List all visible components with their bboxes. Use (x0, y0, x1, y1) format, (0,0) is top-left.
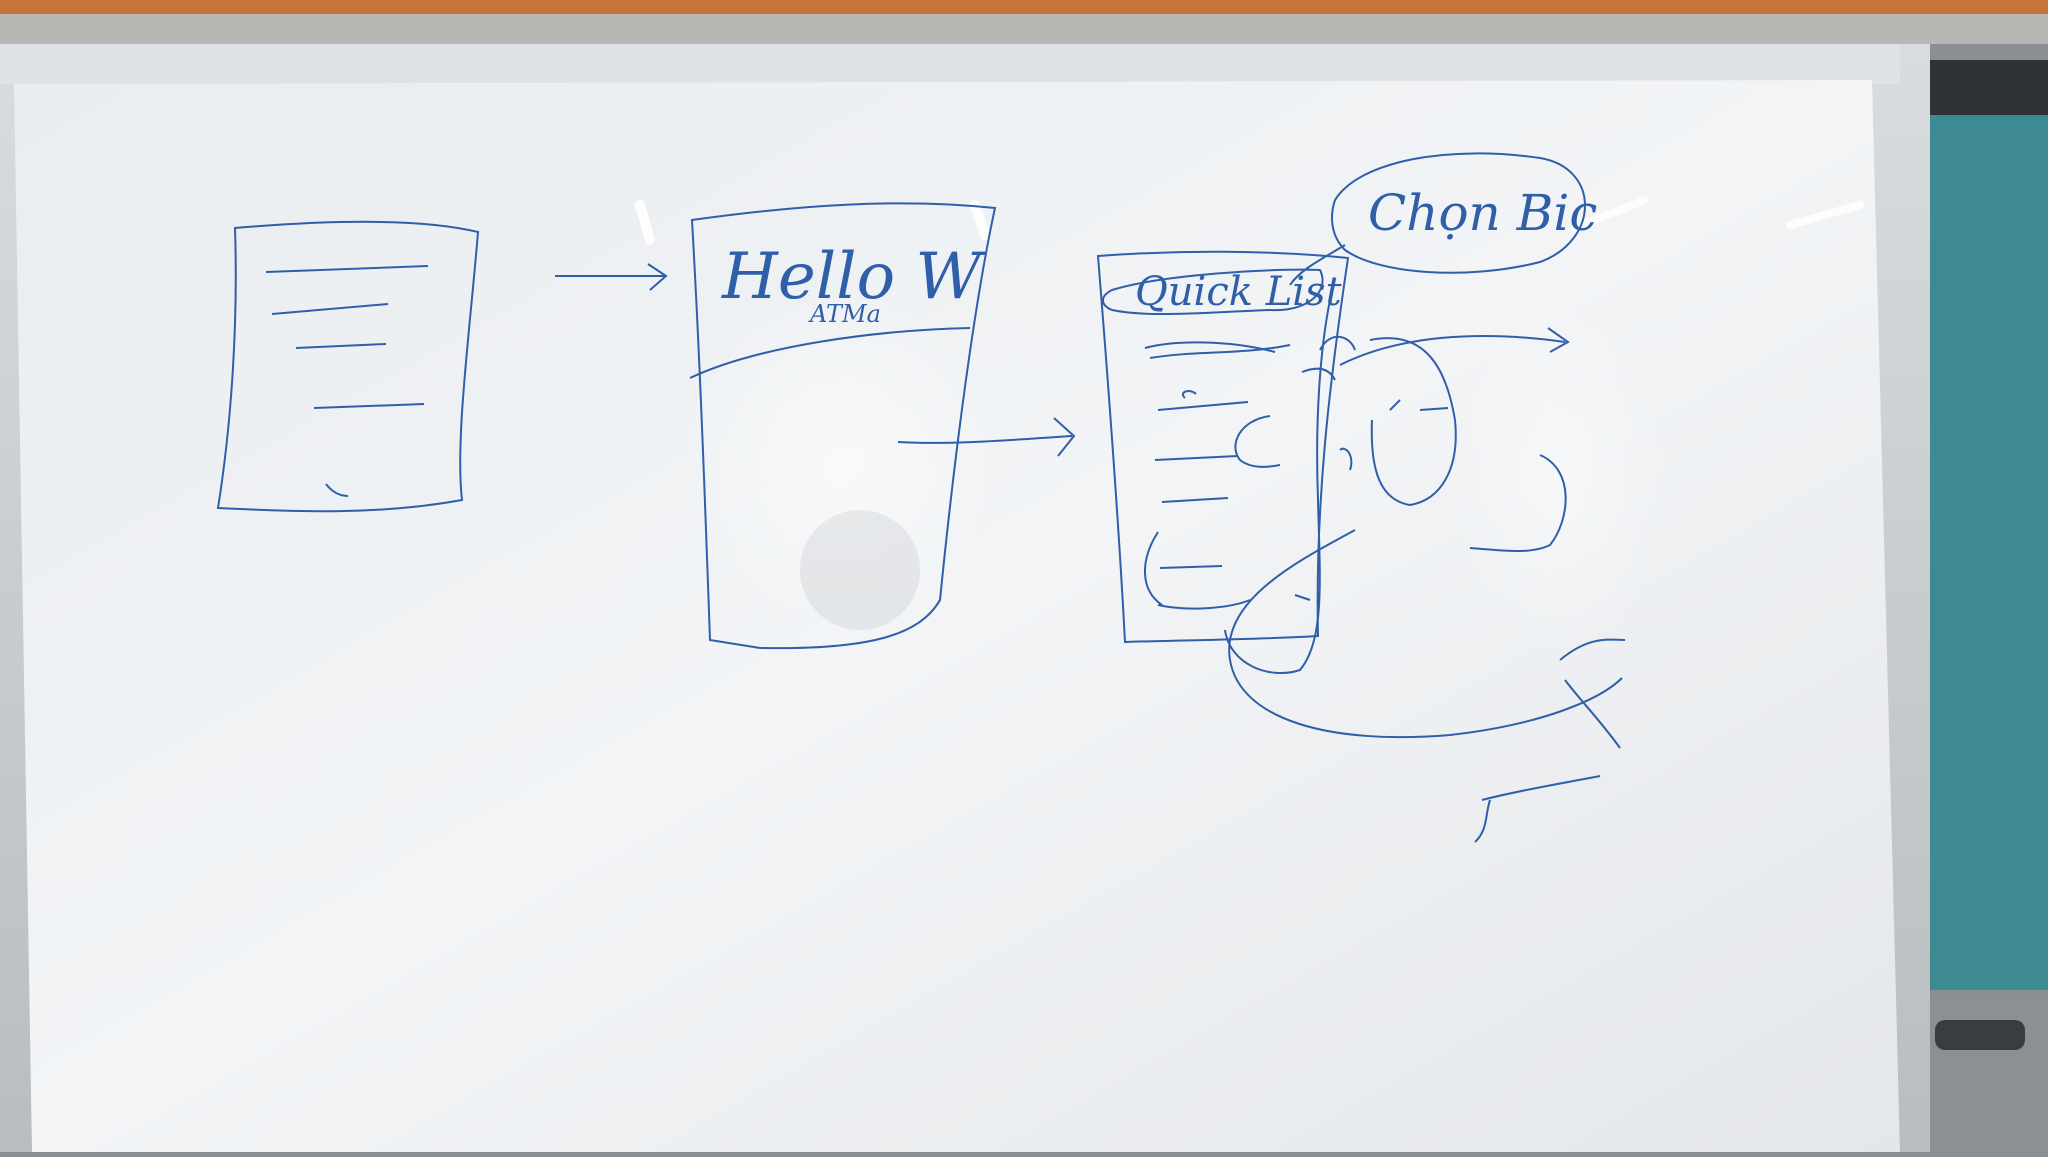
board-top-rail (0, 44, 1900, 84)
arrow-2 (897, 417, 1076, 457)
wall-top (0, 0, 2048, 14)
sketch-screen-3: Quick List (1096, 250, 1626, 843)
screen2-title: Hello W (721, 240, 987, 314)
sketch-screen-1 (216, 220, 480, 513)
bubble-note: Chọn Bic (1289, 152, 1597, 286)
screen3-title: Quick List (1135, 269, 1343, 315)
board-surface (14, 80, 1900, 1152)
screen2-subtitle: ATMa (808, 300, 881, 328)
wall-strip (0, 14, 2048, 44)
sketch-screen-2: Hello W ATMa (689, 202, 997, 650)
arrow-1 (555, 263, 668, 291)
bubble-label: Chọn Bic (1368, 184, 1597, 242)
